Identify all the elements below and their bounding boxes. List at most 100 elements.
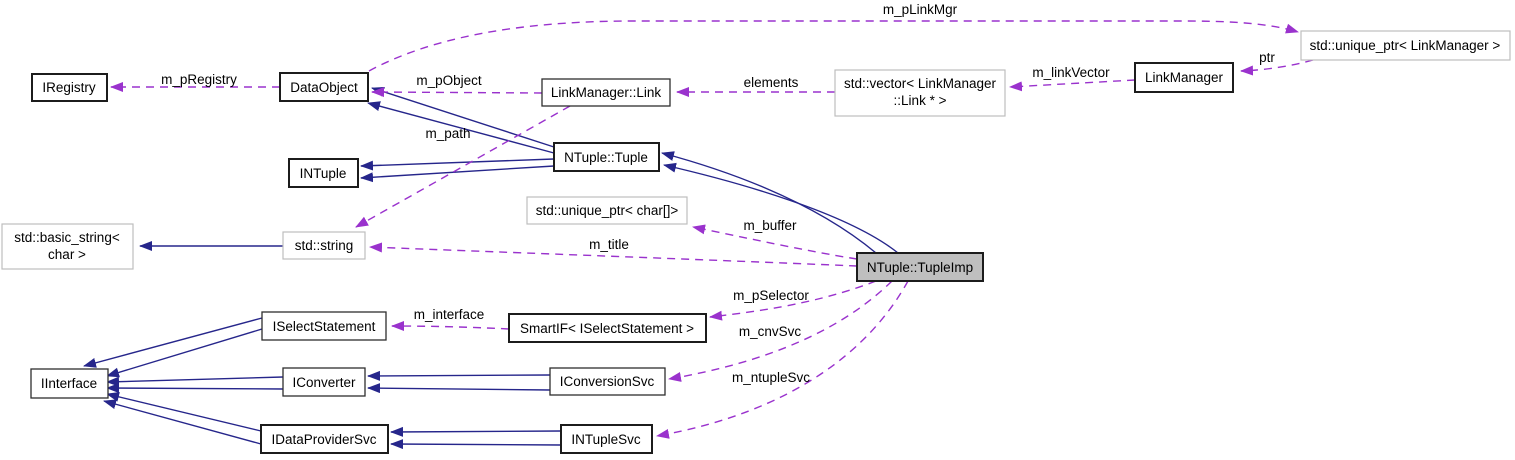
node-iinterface[interactable]: IInterface bbox=[30, 368, 109, 399]
node-ntuple-tuple[interactable]: NTuple::Tuple bbox=[553, 142, 660, 172]
edge-m-linkvector bbox=[1009, 79, 1136, 92]
edge-iconverter-to-iinterface-1 bbox=[106, 376, 284, 387]
edge-tuple-to-intuple-1 bbox=[360, 158, 555, 171]
edge-labels: m_pRegistry m_pObject m_pLinkMgr ptr m_l… bbox=[161, 2, 1275, 385]
node-box bbox=[282, 231, 366, 260]
edge-label-m-plinkmgr: m_pLinkMgr bbox=[883, 2, 958, 17]
node-smartif-iselectstatement[interactable]: SmartIF< ISelectStatement > bbox=[508, 313, 707, 343]
node-box bbox=[261, 311, 387, 341]
node-intuple[interactable]: INTuple bbox=[288, 158, 359, 188]
node-iconversionsvc[interactable]: IConversionSvc bbox=[549, 367, 666, 396]
node-box bbox=[553, 142, 660, 172]
node-label: IConversionSvc bbox=[560, 374, 655, 389]
node-box bbox=[1, 223, 134, 270]
edge-m-pselector bbox=[709, 280, 877, 321]
node-std-basic-string[interactable]: std::basic_string< char > bbox=[1, 223, 134, 270]
edge-m-ntuplesvc bbox=[656, 280, 909, 439]
node-box bbox=[834, 69, 1006, 117]
edge-label-elements: elements bbox=[744, 75, 799, 90]
node-label: std::unique_ptr< char[]> bbox=[536, 203, 679, 218]
node-label-line2: char > bbox=[48, 247, 86, 262]
edge-idataprovider-to-iinterface-1 bbox=[106, 391, 262, 432]
edge-label-m-ntuplesvc: m_ntupleSvc bbox=[732, 370, 810, 385]
node-dataobject[interactable]: DataObject bbox=[279, 72, 369, 102]
node-linkmanager-link[interactable]: LinkManager::Link bbox=[541, 78, 671, 107]
edge-m-buffer bbox=[692, 224, 858, 260]
edge-label-m-pobject: m_pObject bbox=[416, 73, 482, 88]
edge-ptr bbox=[1240, 59, 1314, 76]
node-label-line2: ::Link * > bbox=[894, 93, 947, 108]
node-idataprovidersvc[interactable]: IDataProviderSvc bbox=[260, 424, 389, 454]
node-iselectstatement[interactable]: ISelectStatement bbox=[261, 311, 387, 341]
edge-m-plinkmgr bbox=[368, 20, 1299, 72]
inheritance-edges bbox=[83, 86, 899, 450]
node-label: SmartIF< ISelectStatement > bbox=[520, 321, 694, 336]
edge-iconversionsvc-to-iconverter-1 bbox=[367, 370, 551, 381]
node-box bbox=[856, 252, 984, 282]
node-box bbox=[282, 367, 366, 397]
node-label: INTupleSvc bbox=[571, 432, 641, 447]
edge-label-ptr: ptr bbox=[1259, 50, 1275, 65]
node-box bbox=[288, 158, 359, 188]
edge-iconversionsvc-to-iconverter-2 bbox=[367, 383, 551, 394]
node-label: NTuple::Tuple bbox=[564, 150, 648, 165]
edge-iconverter-to-iinterface-2 bbox=[106, 383, 284, 394]
edge-label-m-path: m_path bbox=[425, 126, 470, 141]
node-label: DataObject bbox=[290, 80, 358, 95]
node-label: IDataProviderSvc bbox=[271, 432, 376, 447]
edge-intuplesvc-to-idataprovider-2 bbox=[390, 439, 562, 450]
edge-iselect-to-iinterface-2 bbox=[106, 328, 263, 378]
edge-tuple-to-intuple-2 bbox=[360, 165, 555, 183]
edge-label-m-cnvsvc: m_cnvSvc bbox=[739, 324, 802, 339]
node-box bbox=[260, 424, 389, 454]
edge-label-m-buffer: m_buffer bbox=[743, 218, 797, 233]
node-label: LinkManager bbox=[1145, 70, 1224, 85]
node-box bbox=[31, 73, 108, 102]
edge-label-m-pregistry: m_pRegistry bbox=[161, 72, 237, 87]
node-intuplesvc[interactable]: INTupleSvc bbox=[560, 424, 653, 454]
edge-iselect-to-iinterface-1 bbox=[83, 317, 263, 368]
node-linkmanager[interactable]: LinkManager bbox=[1134, 62, 1234, 93]
edge-label-m-pselector: m_pSelector bbox=[733, 288, 809, 303]
node-box bbox=[560, 424, 653, 454]
node-box bbox=[508, 313, 707, 343]
node-label: IInterface bbox=[41, 376, 97, 391]
node-label: std::unique_ptr< LinkManager > bbox=[1310, 38, 1501, 53]
edge-label-m-title: m_title bbox=[589, 237, 629, 252]
node-std-string[interactable]: std::string bbox=[282, 231, 366, 260]
node-box bbox=[30, 368, 109, 399]
edge-m-pobject bbox=[371, 87, 543, 98]
edge-idataprovider-to-iinterface-2 bbox=[103, 399, 262, 445]
node-box bbox=[549, 367, 666, 396]
node-label: IRegistry bbox=[42, 80, 96, 95]
node-label: INTuple bbox=[300, 166, 347, 181]
node-box bbox=[1300, 30, 1511, 61]
node-label-line1: std::vector< LinkManager bbox=[844, 76, 996, 91]
node-std-unique-ptr-linkmanager[interactable]: std::unique_ptr< LinkManager > bbox=[1300, 30, 1511, 61]
node-label-line1: std::basic_string< bbox=[14, 230, 120, 245]
node-box bbox=[279, 72, 369, 102]
node-label: std::string bbox=[295, 238, 354, 253]
edge-label-m-linkvector: m_linkVector bbox=[1032, 65, 1110, 80]
node-label: ISelectStatement bbox=[273, 319, 376, 334]
node-iregistry[interactable]: IRegistry bbox=[31, 73, 108, 102]
node-box bbox=[541, 78, 671, 107]
edge-tupleimp-to-tuple-1 bbox=[661, 151, 877, 254]
node-label: IConverter bbox=[292, 375, 356, 390]
node-box bbox=[526, 196, 688, 225]
edge-label-m-interface: m_interface bbox=[414, 307, 485, 322]
node-std-vector-linkmanager-link[interactable]: std::vector< LinkManager ::Link * > bbox=[834, 69, 1006, 117]
node-iconverter[interactable]: IConverter bbox=[282, 367, 366, 397]
edge-m-interface bbox=[391, 321, 510, 332]
edge-m-title bbox=[369, 242, 858, 267]
edge-m-cnvsvc bbox=[668, 280, 893, 382]
node-label: NTuple::TupleImp bbox=[867, 260, 973, 275]
node-std-unique-ptr-char[interactable]: std::unique_ptr< char[]> bbox=[526, 196, 688, 225]
node-ntuple-tupleimp-current: NTuple::TupleImp bbox=[856, 252, 984, 282]
edge-tuple-to-dataobject-1 bbox=[371, 86, 555, 148]
edge-intuplesvc-to-idataprovider-1 bbox=[390, 426, 562, 437]
edge-tupleimp-to-tuple-2 bbox=[663, 162, 899, 254]
